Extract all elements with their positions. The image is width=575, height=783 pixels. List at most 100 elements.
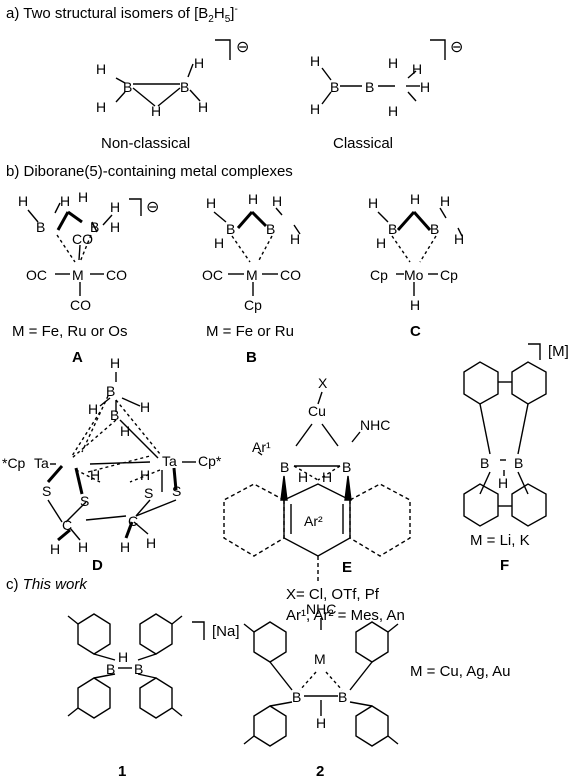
complex-F — [463, 361, 547, 527]
atom-h: H — [96, 99, 106, 115]
atom-h: H — [410, 191, 420, 207]
c2-aryl-bl — [253, 705, 287, 747]
caption-nonclassical: Non-classical — [101, 135, 190, 152]
atom-h: H — [110, 199, 120, 215]
c1-aryl-bl — [77, 677, 111, 719]
atom-cp: Cp — [440, 267, 458, 283]
atom-co: CO — [70, 297, 91, 313]
atom-mo: Mo — [404, 267, 424, 283]
atom-h: H — [420, 79, 430, 95]
atom-h: H — [140, 467, 150, 483]
atom-co: CO — [280, 267, 301, 283]
atom-b: B — [480, 455, 489, 471]
atom-m: M — [72, 267, 84, 283]
minus-charge: ⊖ — [450, 39, 463, 56]
label-1: 1 — [118, 763, 126, 780]
compound-2 — [243, 618, 399, 747]
atom-h: H — [60, 193, 70, 209]
atom-h: H — [376, 235, 386, 251]
atom-ar1: Ar¹ — [252, 439, 271, 455]
atom-b: B — [365, 79, 374, 95]
atom-b: B — [342, 459, 351, 475]
atom-cu: Cu — [308, 403, 326, 419]
label-F: F — [500, 557, 509, 574]
atom-b: B — [90, 219, 99, 235]
atom-ta: Ta — [162, 453, 177, 469]
atom-co: CO — [106, 267, 127, 283]
label-C: C — [410, 323, 421, 340]
c2-aryl-tr — [355, 621, 389, 663]
atom-h: H — [290, 231, 300, 247]
F-ring-tl — [463, 361, 499, 405]
atom-b: B — [292, 689, 301, 705]
atom-b: B — [226, 221, 235, 237]
atom-cp: Cp — [244, 297, 262, 313]
section-b-heading: b) Diborane(5)-containing metal complexe… — [6, 163, 293, 180]
atom-b: B — [134, 661, 143, 677]
atom-b: B — [514, 455, 523, 471]
complex-B — [213, 207, 301, 296]
atom-b: B — [330, 79, 339, 95]
atom-oc: OC — [202, 267, 223, 283]
atom-b: B — [338, 689, 347, 705]
atom-h: H — [140, 399, 150, 415]
complex-D — [46, 372, 196, 542]
atom-b: B — [266, 221, 275, 237]
atom-b: B — [106, 661, 115, 677]
atom-b: B — [123, 79, 132, 95]
label-A: A — [72, 349, 83, 366]
atom-h: H — [90, 467, 100, 483]
atom-h: H — [440, 193, 450, 209]
atom-b: B — [430, 221, 439, 237]
F-ring-br — [511, 483, 547, 527]
atom-b: B — [106, 383, 115, 399]
c2-aryl-br — [355, 705, 389, 747]
label-D: D — [92, 557, 103, 574]
section-a-heading: a) Two structural isomers of [B2H5]- — [6, 4, 238, 25]
atom-b: B — [388, 221, 397, 237]
F-ring-tr — [511, 361, 547, 405]
bracket-A — [129, 198, 142, 216]
atom-cpstar-left: *Cp — [2, 455, 26, 471]
label-E: E — [342, 559, 352, 576]
atom-h: H — [368, 195, 378, 211]
atom-h: H — [96, 61, 106, 77]
atom-ta: Ta — [34, 455, 49, 471]
atom-h: H — [78, 189, 88, 205]
atom-h: H — [118, 649, 128, 665]
atom-b: B — [36, 219, 45, 235]
section-c-heading: c) This work — [6, 576, 87, 593]
atom-co: CO — [72, 231, 93, 247]
atom-h: H — [310, 101, 320, 117]
atom-h: H — [454, 231, 464, 247]
counterion-1: [Na] — [212, 623, 240, 640]
caption-classical: Classical — [333, 135, 393, 152]
c2-aryl-tl — [253, 621, 287, 663]
bracket-nonclassical — [215, 39, 231, 60]
atom-h: H — [120, 423, 130, 439]
atom-h: H — [498, 475, 508, 491]
atom-h: H — [388, 55, 398, 71]
atom-nhc: NHC — [360, 417, 390, 433]
caption-E-2: Ar¹, Ar² = Mes, An — [286, 607, 405, 624]
atom-h: H — [272, 193, 282, 209]
caption-F: M = Li, K — [470, 532, 530, 549]
bracket-F — [528, 343, 541, 360]
atom-m: M — [314, 651, 326, 667]
atom-h: H — [18, 193, 28, 209]
atom-h: H — [110, 355, 120, 371]
atom-h: H — [110, 219, 120, 235]
bracket-classical — [430, 39, 446, 60]
atom-s: S — [144, 485, 153, 501]
atom-x: X — [318, 375, 328, 391]
atom-b: B — [180, 79, 189, 95]
atom-s: S — [172, 483, 181, 499]
atom-h: H — [198, 99, 208, 115]
compound-1 — [67, 613, 183, 719]
atom-cp: Cp — [370, 267, 388, 283]
atom-h: H — [206, 195, 216, 211]
bracket-1 — [192, 621, 205, 640]
complex-E — [223, 391, 411, 582]
atom-h: H — [410, 297, 420, 313]
minus-charge: ⊖ — [146, 199, 159, 216]
